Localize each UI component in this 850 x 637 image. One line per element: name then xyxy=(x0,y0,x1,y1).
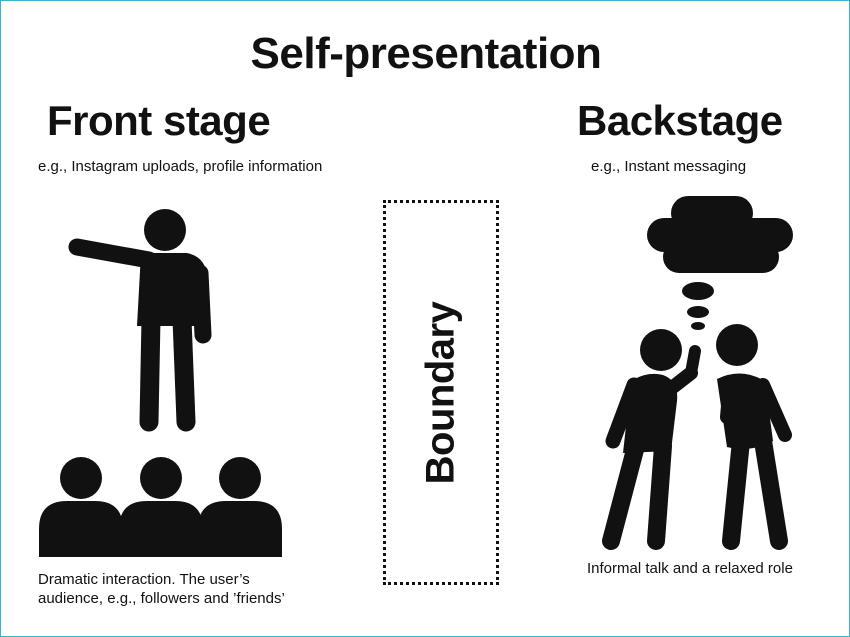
front-caption-line-1: Dramatic interaction. The user’s xyxy=(38,571,250,588)
front-stage-example: e.g., Instagram uploads, profile informa… xyxy=(38,158,323,175)
boundary-box xyxy=(383,200,499,585)
backstage-heading: Backstage xyxy=(577,97,783,144)
backstage-example: e.g., Instant messaging xyxy=(591,158,747,175)
backstage-caption: Informal talk and a relaxed role xyxy=(587,560,793,577)
front-stage-heading: Front stage xyxy=(47,97,271,144)
front-stage-caption: Dramatic interaction. The user’s audienc… xyxy=(38,570,338,608)
front-caption-line-2: audience, e.g., followers and ’friends’ xyxy=(38,590,285,607)
diagram-title: Self-presentation xyxy=(250,29,602,78)
